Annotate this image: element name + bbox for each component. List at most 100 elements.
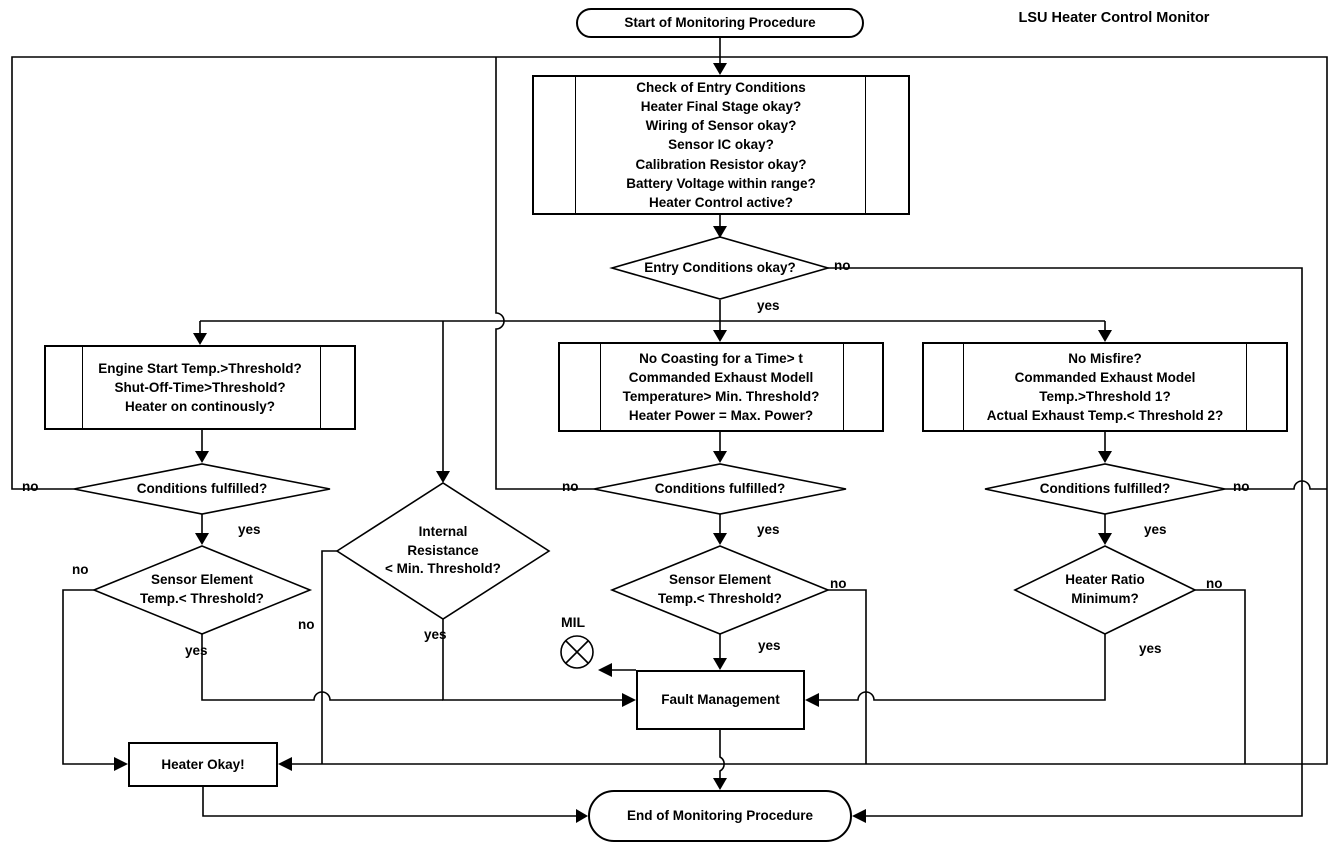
arrowhead	[278, 757, 292, 771]
sidebar-line	[843, 344, 844, 430]
sidebar-line	[865, 77, 866, 213]
diamond-sensor-mid-label: Sensor Element Temp.< Threshold?	[630, 570, 810, 610]
sidebar-line	[575, 77, 576, 213]
edge-label-heaterratio-no: no	[1206, 576, 1223, 591]
diamond-sensor-mid	[609, 545, 831, 635]
sidebar-line	[963, 344, 964, 430]
text-line: No Misfire?	[1068, 350, 1142, 366]
edge-label-entry-yes: yes	[757, 298, 780, 313]
edge-label-condmid-yes: yes	[757, 522, 780, 537]
edge-sensorleft-yes	[201, 634, 443, 701]
arrowhead	[195, 533, 209, 545]
text-line: Temp.< Threshold?	[140, 591, 264, 606]
edge-label-ir-no: no	[298, 617, 315, 632]
edge-label-condleft-no: no	[22, 479, 39, 494]
node-no-misfire-conditions: No Misfire? Commanded Exhaust Model Temp…	[922, 342, 1288, 432]
arrowhead	[114, 757, 128, 771]
edge-ir-no	[321, 550, 337, 764]
mil-circle	[560, 635, 594, 669]
text-line: Calibration Resistor okay?	[635, 156, 807, 172]
diamond-heater-ratio-label: Heater Ratio Minimum?	[1015, 570, 1195, 610]
node-end: End of Monitoring Procedure	[588, 790, 852, 842]
edge-sensormid-no	[828, 589, 867, 764]
edge-sensorleft-no	[62, 589, 114, 765]
edge-label-sensormid-no: no	[830, 576, 847, 591]
arrowhead	[598, 663, 612, 677]
text-line: Conditions fulfilled?	[1039, 480, 1171, 496]
text-line: Sensor IC okay?	[668, 137, 774, 153]
node-fault-management: Fault Management	[636, 670, 805, 730]
mil-cross	[565, 640, 589, 664]
edge-heaterokay-end	[202, 787, 576, 817]
edge-label-condright-no: no	[1233, 479, 1250, 494]
node-end-label: End of Monitoring Procedure	[627, 808, 813, 824]
arrowhead	[195, 451, 209, 463]
arrowhead	[805, 693, 819, 707]
edge-label-ir-yes: yes	[424, 627, 447, 642]
edge-heaterratio-no	[1195, 589, 1246, 764]
arrowhead	[713, 451, 727, 463]
diamond-conditions-right-label: Conditions fulfilled?	[995, 480, 1215, 498]
text-line: Temperature> Min. Threshold?	[622, 389, 820, 404]
arrowhead	[1098, 451, 1112, 463]
arrowheads	[114, 63, 1112, 823]
text-line: Commanded Exhaust Model	[1014, 369, 1196, 385]
arrowhead	[713, 533, 727, 545]
node-start-label: Start of Monitoring Procedure	[624, 15, 816, 31]
text-line: Commanded Exhaust Modell	[628, 369, 814, 385]
node-check-entry-conditions: Check of Entry Conditions Heater Final S…	[532, 75, 910, 215]
text-line: Entry Conditions okay?	[644, 259, 796, 275]
arrowhead	[852, 809, 866, 823]
diamond-sensor-left	[91, 545, 313, 635]
arrowhead	[713, 778, 727, 790]
text-line: Heater Control active?	[648, 194, 794, 210]
edge-label-sensorleft-yes: yes	[185, 643, 208, 658]
text-line: Battery Voltage within range?	[626, 175, 816, 191]
edge-condmid-no	[495, 57, 594, 490]
diamond-entry-conditions	[609, 236, 831, 300]
text-line: Conditions fulfilled?	[136, 480, 268, 496]
sidebar-line	[1246, 344, 1247, 430]
text-line: Sensor Element	[668, 572, 772, 588]
edge-condright-no	[1225, 480, 1327, 490]
arrowhead	[1098, 533, 1112, 545]
arrowhead	[713, 658, 727, 670]
arrowhead	[713, 330, 727, 342]
sidebar-line	[320, 347, 321, 428]
text-line: Heater Power = Max. Power?	[628, 408, 814, 424]
arrowhead	[576, 809, 588, 823]
mil-lamp-icon	[560, 635, 594, 669]
diamond-internal-resistance	[335, 482, 551, 620]
diamond-conditions-mid	[593, 463, 847, 515]
node-heater-okay: Heater Okay!	[128, 742, 278, 787]
mil-label: MIL	[561, 614, 586, 630]
edge-label-entry-no: no	[834, 258, 851, 273]
text-line: Shut-Off-Time>Threshold?	[114, 379, 286, 395]
text-line: Check of Entry Conditions	[636, 79, 806, 95]
arrowhead	[713, 226, 727, 238]
text-line: Engine Start Temp.>Threshold?	[98, 360, 302, 376]
edge-label-condright-yes: yes	[1144, 522, 1167, 537]
text-line: No Coasting for a Time> t	[639, 350, 803, 366]
node-no-coasting-conditions: No Coasting for a Time> t Commanded Exha…	[558, 342, 884, 432]
diamond-heater-ratio	[1013, 545, 1197, 635]
diamond-entry-conditions-label: Entry Conditions okay?	[613, 250, 827, 286]
node-engine-start-conditions: Engine Start Temp.>Threshold? Shut-Off-T…	[44, 345, 356, 430]
diagram-title: LSU Heater Control Monitor	[1018, 10, 1210, 26]
diamond-internal-resistance-label: Internal Resistance < Min. Threshold?	[353, 522, 533, 580]
text-line: Heater on continously?	[124, 399, 276, 415]
edge-fault-end	[719, 730, 725, 778]
edge-label-heaterratio-yes: yes	[1139, 641, 1162, 656]
text-line: Sensor Element	[150, 572, 254, 588]
text-line: Minimum?	[1071, 591, 1139, 606]
text-line: Internal	[418, 523, 468, 539]
edge-label-sensormid-yes: yes	[758, 638, 781, 653]
edge-heaterratio-yes	[819, 634, 1106, 701]
node-start: Start of Monitoring Procedure	[576, 8, 864, 38]
edge-label-condleft-yes: yes	[238, 522, 261, 537]
diamond-conditions-right	[984, 463, 1226, 515]
text-line: Heater Okay!	[161, 756, 245, 772]
text-line: Resistance	[407, 542, 479, 558]
